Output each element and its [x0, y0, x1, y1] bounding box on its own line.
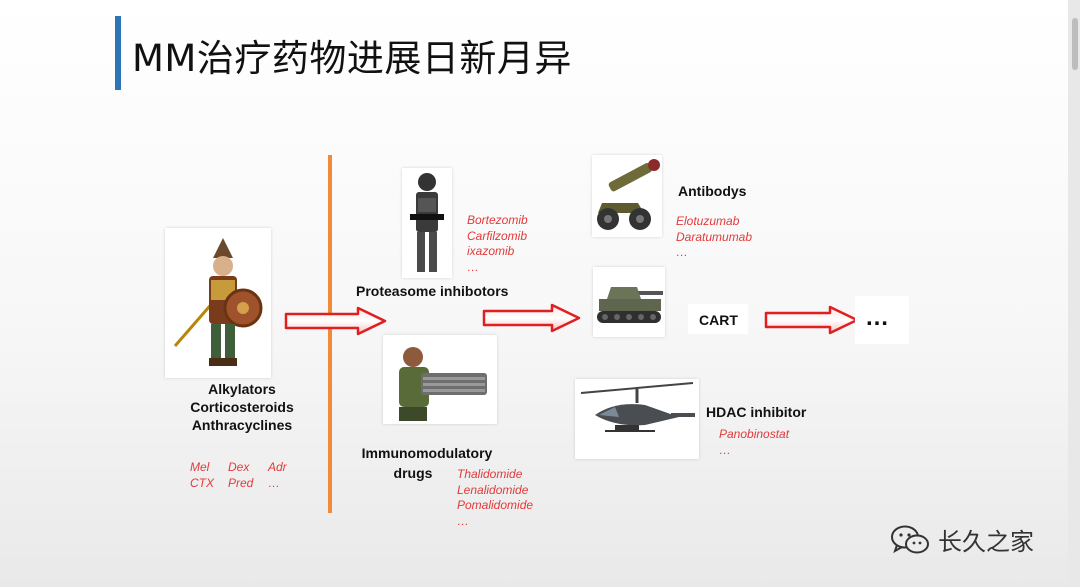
drug-name: Thalidomide: [457, 467, 523, 481]
watermark: 长久之家: [890, 522, 1034, 557]
progress-arrow: [482, 303, 581, 333]
cart-label: CART: [699, 312, 738, 328]
progress-arrow: [284, 306, 387, 336]
title-accent-bar: [115, 16, 121, 90]
tank-image: [593, 267, 665, 337]
attack-helicopter-image: [575, 379, 699, 459]
cart-label-box: CART: [688, 304, 748, 334]
antibodys-label: Antibodys: [678, 183, 747, 199]
ancient-label: Alkylators Corticosteroids Anthracycline…: [172, 380, 312, 434]
drug-name: Adr: [268, 460, 287, 474]
watermark-text: 长久之家: [938, 528, 1034, 556]
antibodys-drug-list: Elotuzumab Daratumumab …: [676, 214, 786, 261]
modern-soldier-image: [402, 168, 452, 278]
drug-name: Dex: [228, 460, 250, 474]
label-line: Alkylators: [208, 381, 276, 397]
era-divider-line: [328, 155, 332, 513]
label-line: Anthracyclines: [191, 417, 293, 433]
drug-name: Bortezomib: [467, 213, 528, 227]
minigun-soldier-image: [383, 335, 497, 424]
drug-name: ixazomib: [467, 244, 515, 258]
progress-arrow: [764, 305, 859, 335]
label-line: Immunomodulatory: [361, 445, 493, 461]
drug-name: Panobinostat: [719, 427, 790, 441]
drug-name: Lenalidomide: [457, 482, 529, 497]
drug-name: …: [457, 513, 469, 528]
drug-name: Mel: [190, 460, 210, 474]
future-box: …: [855, 296, 909, 344]
proteasome-label: Proteasome inhibotors: [356, 283, 509, 299]
label-line: drugs: [393, 465, 433, 481]
wechat-icon: [891, 525, 929, 553]
window-edge: [1068, 0, 1080, 587]
drug-name: Carfilzomib: [467, 228, 528, 243]
drug-name: CTX: [190, 476, 214, 490]
drug-name: Elotuzumab: [676, 214, 740, 228]
drug-name: Pomalidomide: [457, 498, 534, 512]
drug-name: …: [719, 442, 731, 457]
ancient-warrior-image: [165, 228, 271, 378]
imid-label: Immunomodulatory drugs: [352, 444, 502, 482]
artillery-cannon-image: [592, 155, 662, 237]
slide-title: MM治疗药物进展日新月异: [132, 37, 572, 80]
drug-name: Daratumumab: [676, 229, 753, 244]
label-line: Corticosteroids: [190, 399, 294, 415]
proteasome-drug-list: Bortezomib Carfilzomib ixazomib …: [467, 213, 577, 275]
scroll-handle[interactable]: [1072, 18, 1078, 70]
hdac-drug-list: Panobinostat …: [719, 427, 829, 458]
drug-name: …: [268, 476, 280, 490]
future-ellipsis: …: [865, 304, 889, 331]
imid-drug-list: Thalidomide Lenalidomide Pomalidomide …: [457, 467, 567, 529]
hdac-label: HDAC inhibitor: [706, 404, 807, 420]
drug-name: …: [467, 259, 479, 274]
drug-name: Pred: [228, 476, 254, 490]
drug-name: …: [676, 245, 688, 259]
